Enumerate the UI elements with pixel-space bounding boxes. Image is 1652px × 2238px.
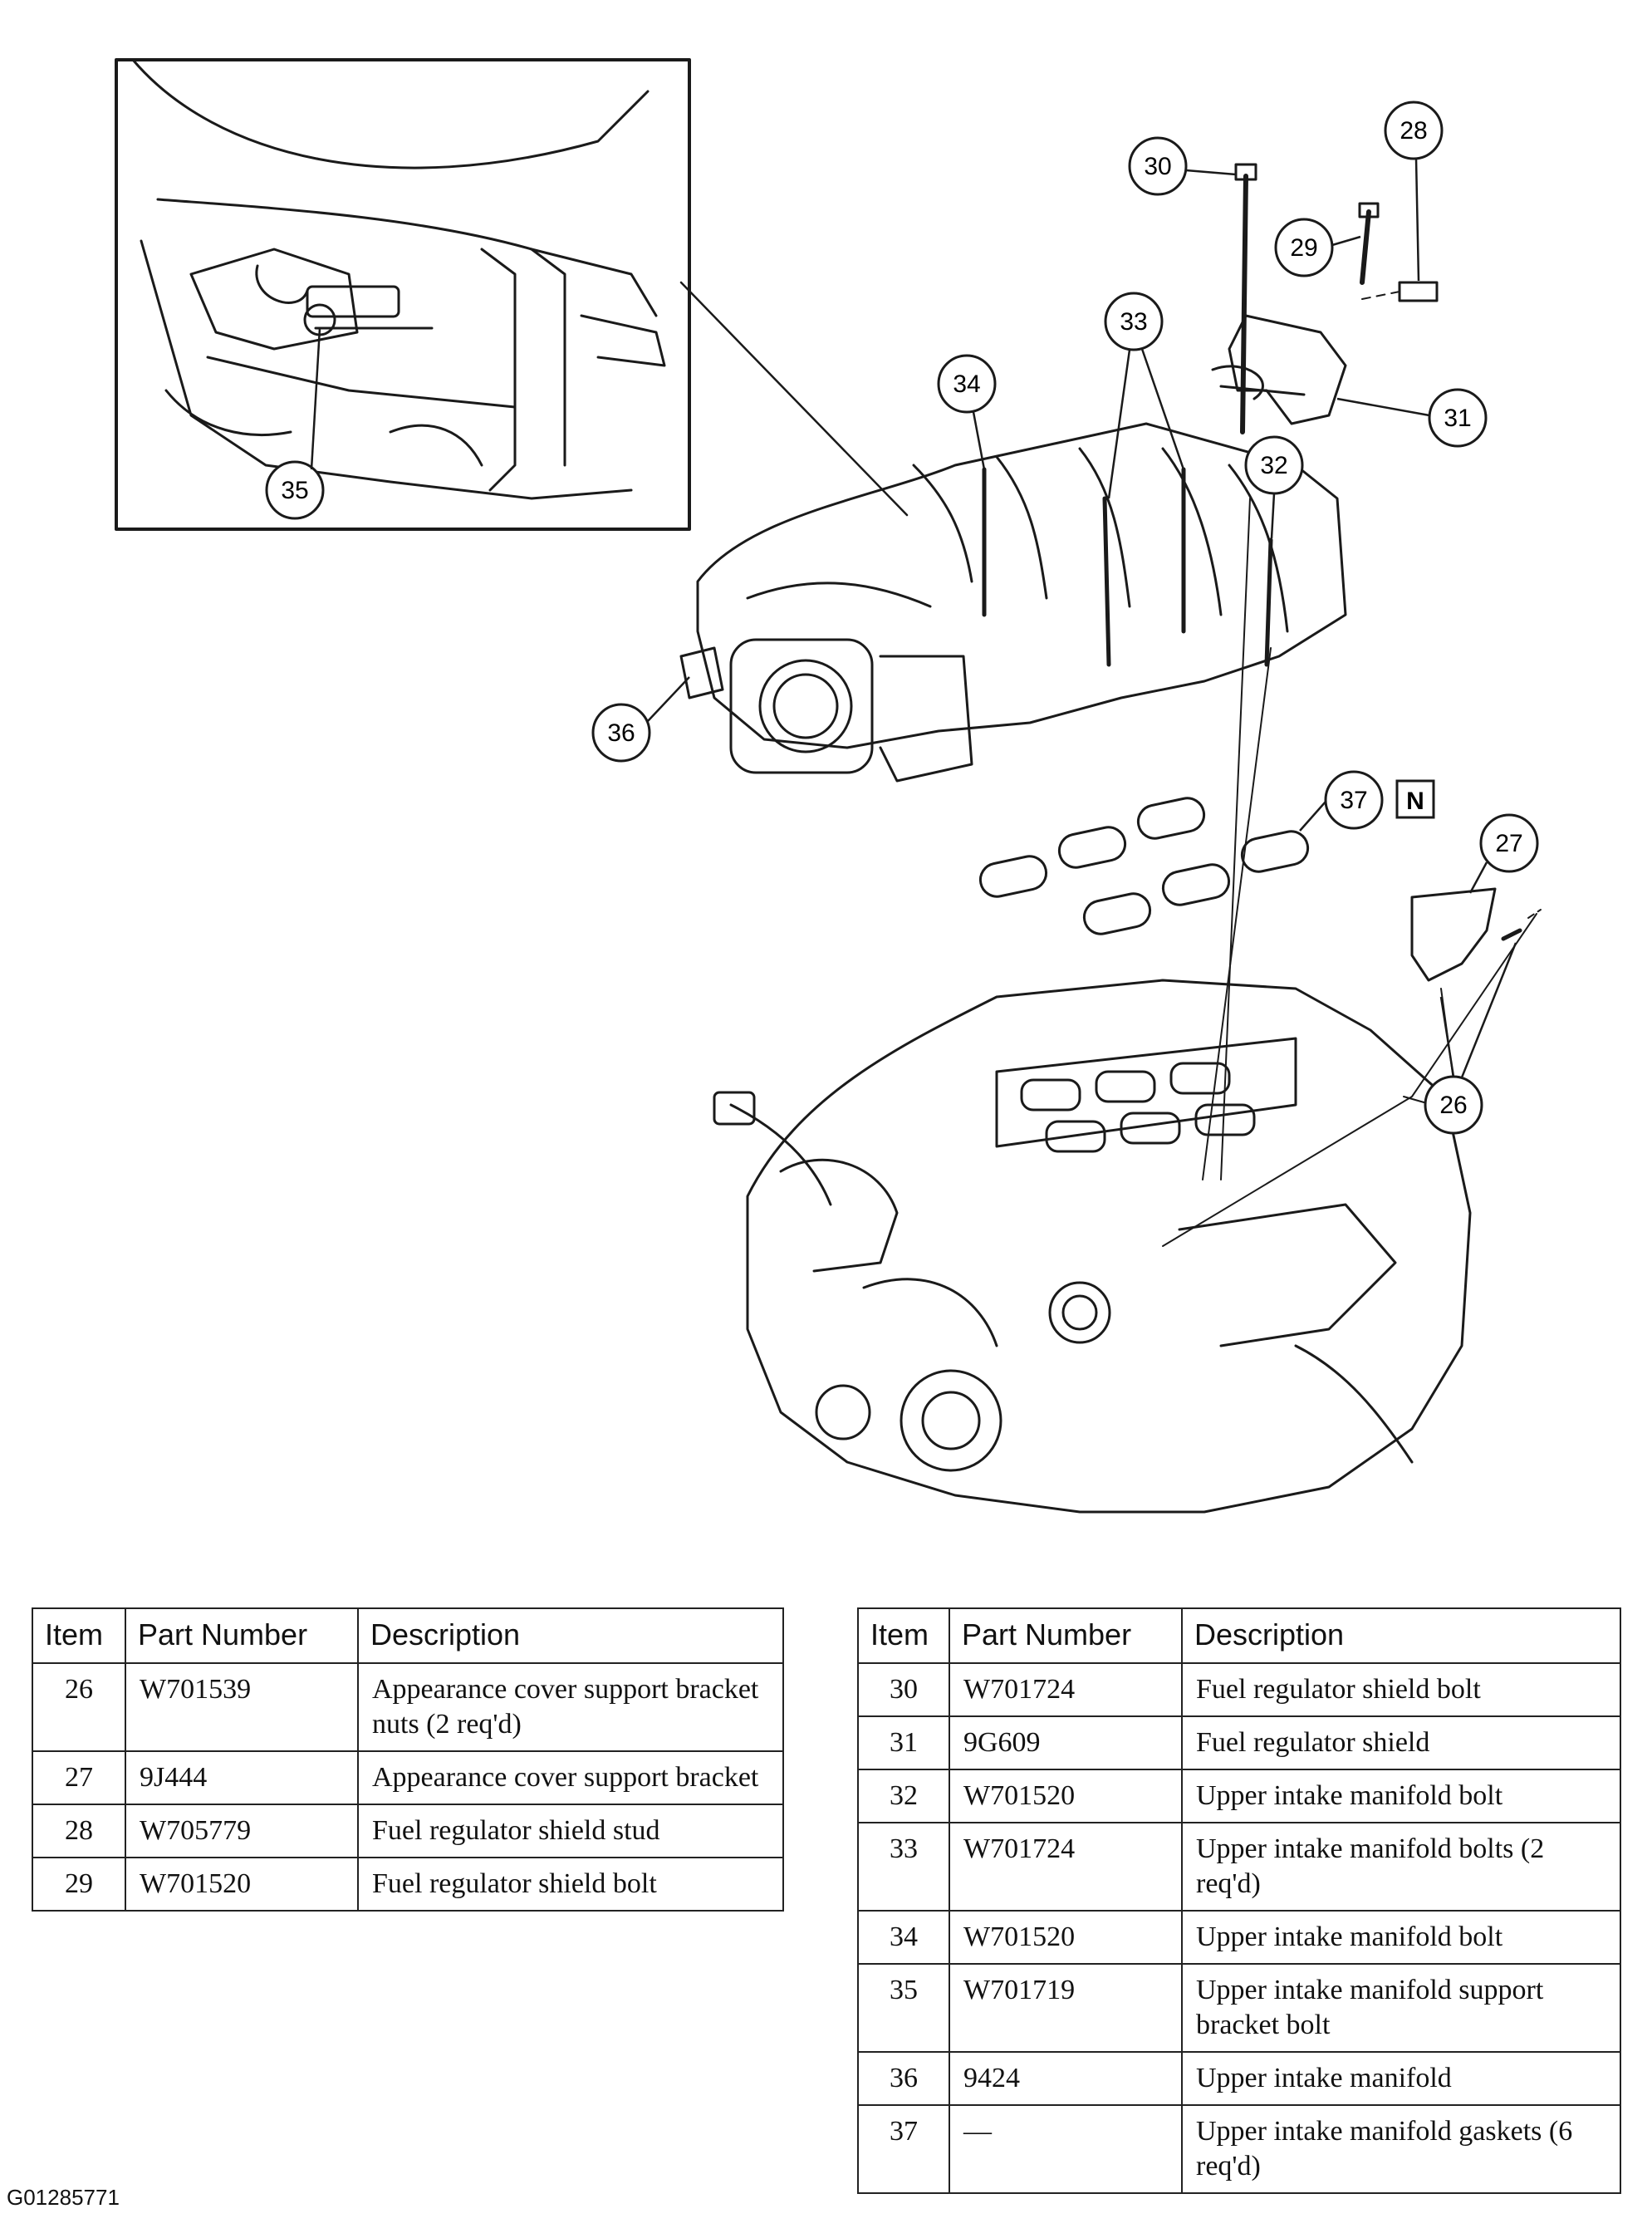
table-row: 26 W701539 Appearance cover support brac… <box>32 1662 784 1752</box>
row-item: 29 <box>32 1857 126 1912</box>
svg-text:36: 36 <box>607 719 635 747</box>
inset-detail-view <box>115 58 909 531</box>
upper-intake-manifold <box>679 422 1347 783</box>
row-description: Appearance cover support bracket nuts (2… <box>357 1662 784 1752</box>
row-part-number: W701719 <box>949 1963 1183 2053</box>
header-item: Item <box>32 1607 126 1664</box>
header-part-number: Part Number <box>949 1607 1183 1664</box>
row-item: 28 <box>32 1804 126 1858</box>
table-header-row: Item Part Number Description <box>857 1607 1621 1664</box>
svg-text:31: 31 <box>1444 405 1471 432</box>
row-part-number: 9G609 <box>949 1715 1183 1770</box>
svg-text:35: 35 <box>281 477 308 504</box>
svg-text:28: 28 <box>1400 117 1427 145</box>
row-part-number: W701724 <box>949 1822 1183 1912</box>
row-description: Appearance cover support bracket <box>357 1750 784 1805</box>
table-header-row: Item Part Number Description <box>32 1607 784 1664</box>
row-item: 26 <box>32 1662 126 1752</box>
svg-text:32: 32 <box>1260 452 1287 479</box>
row-item: 31 <box>857 1715 950 1770</box>
svg-text:N: N <box>1406 788 1424 815</box>
svg-text:30: 30 <box>1144 153 1171 180</box>
bolt-30 <box>1234 163 1257 434</box>
svg-text:34: 34 <box>953 371 980 398</box>
row-part-number: W701520 <box>125 1857 359 1912</box>
table-row: 35 W701719 Upper intake manifold support… <box>857 1963 1621 2053</box>
svg-text:26: 26 <box>1439 1092 1467 1119</box>
row-part-number: 9424 <box>949 2051 1183 2106</box>
row-part-number: — <box>949 2104 1183 2194</box>
callout-28: 28 <box>1384 101 1444 282</box>
row-description: Fuel regulator shield stud <box>357 1804 784 1858</box>
table-row: 32 W701520 Upper intake manifold bolt <box>857 1769 1621 1823</box>
fuel-regulator-shield <box>1211 314 1347 425</box>
row-part-number: W701539 <box>125 1662 359 1752</box>
callout-31: 31 <box>1336 388 1488 448</box>
callout-33: 33 <box>1104 292 1185 499</box>
row-description: Upper intake manifold bolts (2 req'd) <box>1181 1822 1621 1912</box>
callouts: 35 30 28 29 33 31 34 32 36 37 N 27 26 <box>265 101 1539 1135</box>
callout-27: 27 <box>1468 813 1539 894</box>
svg-text:33: 33 <box>1120 308 1147 336</box>
parts-table-right: Item Part Number Description 30 W701724 … <box>857 1607 1621 2194</box>
row-part-number: W701520 <box>949 1910 1183 1965</box>
row-item: 34 <box>857 1910 950 1965</box>
row-part-number: 9J444 <box>125 1750 359 1805</box>
bolt-29 <box>1358 202 1380 285</box>
row-description: Upper intake manifold <box>1181 2051 1621 2106</box>
row-part-number: W701520 <box>949 1769 1183 1823</box>
row-description: Upper intake manifold support bracket bo… <box>1181 1963 1621 2053</box>
table-row: 30 W701724 Fuel regulator shield bolt <box>857 1662 1621 1717</box>
header-part-number: Part Number <box>125 1607 359 1664</box>
row-item: 30 <box>857 1662 950 1717</box>
svg-text:37: 37 <box>1340 787 1367 814</box>
row-item: 27 <box>32 1750 126 1805</box>
row-item: 33 <box>857 1822 950 1912</box>
callout-32: 32 <box>1244 435 1304 539</box>
callout-35: 35 <box>265 327 325 520</box>
callout-30: 30 <box>1128 136 1237 196</box>
exploded-view-drawing: 35 30 28 29 33 31 34 32 36 37 N 27 26 <box>115 58 1542 1514</box>
header-description: Description <box>1181 1607 1621 1664</box>
header-description: Description <box>357 1607 784 1664</box>
row-description: Upper intake manifold bolt <box>1181 1769 1621 1823</box>
table-row: 27 9J444 Appearance cover support bracke… <box>32 1750 784 1805</box>
table-row: 34 W701520 Upper intake manifold bolt <box>857 1910 1621 1965</box>
row-item: 37 <box>857 2104 950 2194</box>
callout-37: 37 <box>1299 770 1384 832</box>
row-part-number: W705779 <box>125 1804 359 1858</box>
row-item: 32 <box>857 1769 950 1823</box>
svg-text:27: 27 <box>1495 830 1522 857</box>
callout-26: 26 <box>1424 942 1517 1135</box>
engine-block <box>713 913 1537 1514</box>
table-row: 33 W701724 Upper intake manifold bolts (… <box>857 1822 1621 1912</box>
appearance-cover-bracket <box>1410 887 1542 1081</box>
row-item: 35 <box>857 1963 950 2053</box>
intake-gaskets <box>978 797 1310 935</box>
table-row: 29 W701520 Fuel regulator shield bolt <box>32 1857 784 1912</box>
header-item: Item <box>857 1607 950 1664</box>
row-description: Fuel regulator shield bolt <box>357 1857 784 1912</box>
parts-table-left: Item Part Number Description 26 W701539 … <box>32 1607 784 1912</box>
new-part-marker: N <box>1395 779 1435 819</box>
row-description: Upper intake manifold bolt <box>1181 1910 1621 1965</box>
row-item: 36 <box>857 2051 950 2106</box>
table-row: 36 9424 Upper intake manifold <box>857 2051 1621 2106</box>
table-row: 31 9G609 Fuel regulator shield <box>857 1715 1621 1770</box>
row-part-number: W701724 <box>949 1662 1183 1717</box>
stud-28 <box>1361 281 1439 302</box>
callout-36: 36 <box>591 676 690 763</box>
row-description: Fuel regulator shield <box>1181 1715 1621 1770</box>
figure-id: G01285771 <box>7 2185 120 2210</box>
row-description: Upper intake manifold gaskets (6 req'd) <box>1181 2104 1621 2194</box>
table-row: 28 W705779 Fuel regulator shield stud <box>32 1804 784 1858</box>
svg-text:29: 29 <box>1290 234 1317 262</box>
callout-29: 29 <box>1274 218 1361 277</box>
row-description: Fuel regulator shield bolt <box>1181 1662 1621 1717</box>
callout-34: 34 <box>937 354 997 470</box>
table-row: 37 — Upper intake manifold gaskets (6 re… <box>857 2104 1621 2194</box>
